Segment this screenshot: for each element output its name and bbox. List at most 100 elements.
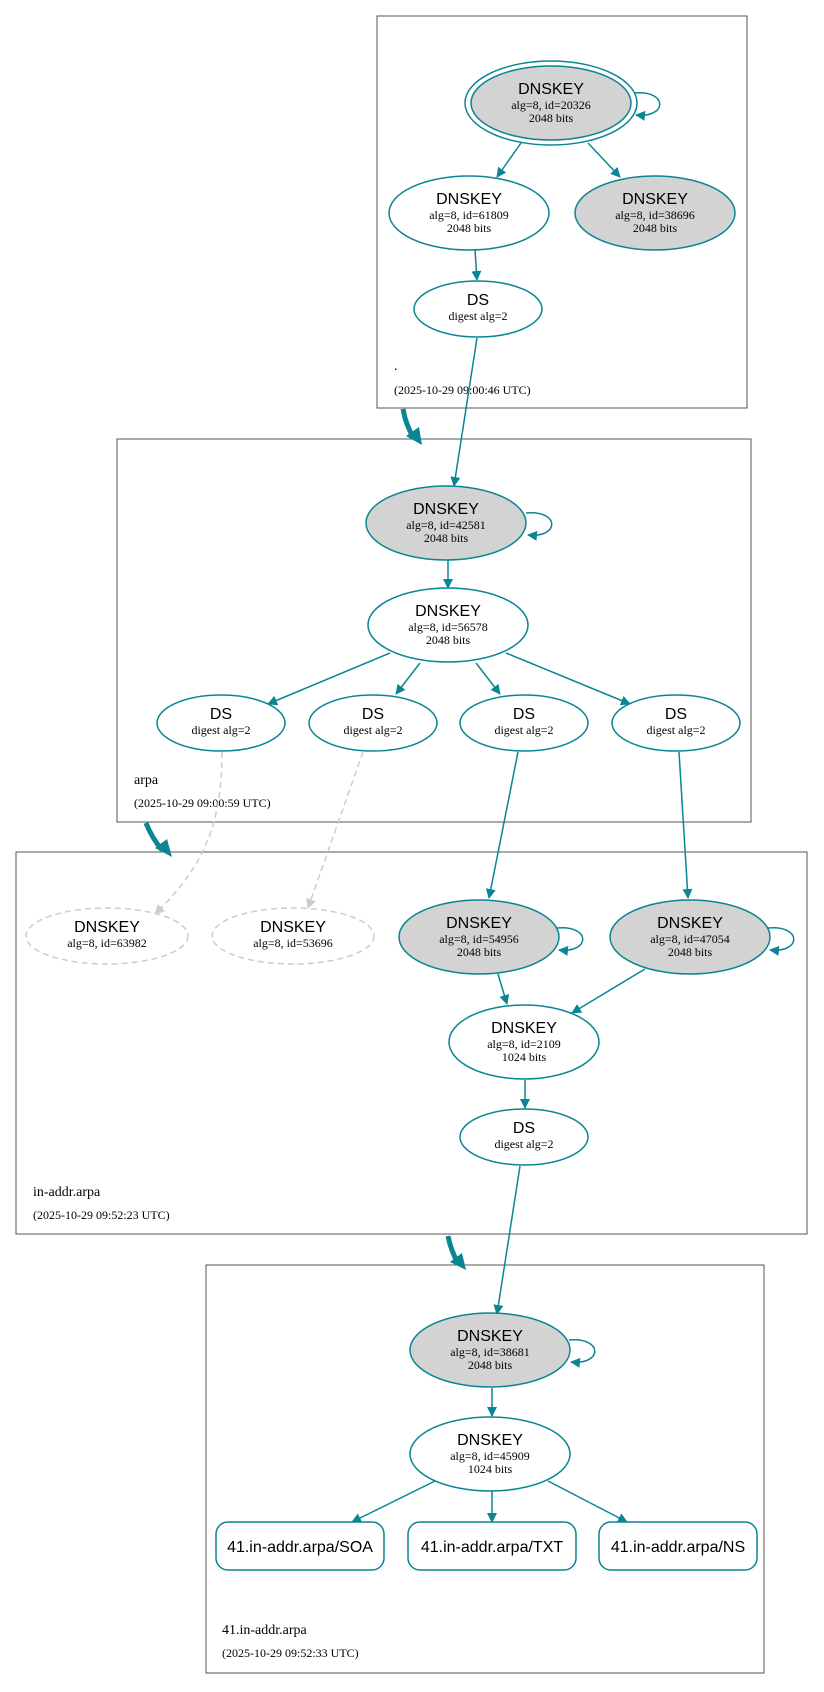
zone-name-41: 41.in-addr.arpa xyxy=(222,1623,308,1638)
node-title: DNSKEY xyxy=(518,81,584,98)
node-title: DNSKEY xyxy=(491,1020,557,1037)
node-title: DNSKEY xyxy=(413,501,479,518)
node-detail: digest alg=2 xyxy=(494,1137,553,1151)
node-title: DS xyxy=(210,706,232,723)
zone-name-root: . xyxy=(394,359,398,374)
edge-root-ksk-zsk xyxy=(496,142,522,178)
node-detail: digest alg=2 xyxy=(343,723,402,737)
node-detail: alg=8, id=45909 xyxy=(450,1449,530,1463)
node-detail: alg=8, id=38696 xyxy=(615,208,695,222)
node-title: DS xyxy=(665,706,687,723)
edge-z41-ksk-self xyxy=(568,1339,596,1368)
zone-time-root: (2025-10-29 09:00:46 UTC) xyxy=(394,383,531,397)
rrset-ns: 41.in-addr.arpa/NS xyxy=(598,1521,758,1571)
node-root-ds: DS digest alg=2 xyxy=(413,280,543,338)
rrset-label: 41.in-addr.arpa/TXT xyxy=(421,1539,564,1556)
zone-box-root xyxy=(376,15,748,409)
node-title: DNSKEY xyxy=(74,919,140,936)
node-z41-zsk: DNSKEY alg=8, id=45909 1024 bits xyxy=(409,1416,571,1492)
node-title: DNSKEY xyxy=(457,1328,523,1345)
edge-root-ksk-k2 xyxy=(587,142,621,178)
node-detail: alg=8, id=63982 xyxy=(67,936,147,950)
edge-arpa-ds3-in-k3 xyxy=(485,751,519,899)
node-detail: alg=8, id=61809 xyxy=(429,208,509,222)
edge-arpa-zsk-ds2 xyxy=(395,662,421,695)
edge-z41-zsk-soa xyxy=(351,1480,436,1523)
node-detail: alg=8, id=20326 xyxy=(511,98,591,112)
node-title: DNSKEY xyxy=(457,1432,523,1449)
edge-arpa-zsk-ds1 xyxy=(267,652,391,706)
edge-arpa-ds4-in-k4 xyxy=(678,751,693,899)
node-bits: 2048 bits xyxy=(668,945,713,959)
edge-in-k3-zsk xyxy=(497,973,510,1005)
edge-in-k4-zsk xyxy=(571,968,646,1014)
rrset-label: 41.in-addr.arpa/SOA xyxy=(227,1539,373,1556)
node-in-k2-missing: DNSKEY alg=8, id=53696 xyxy=(211,907,375,965)
zone-box-in-addr xyxy=(15,851,808,1235)
node-in-ds: DS digest alg=2 xyxy=(459,1108,589,1166)
node-detail: digest alg=2 xyxy=(646,723,705,737)
node-bits: 1024 bits xyxy=(502,1050,547,1064)
zone-box-41 xyxy=(205,1264,765,1674)
rrset-txt: 41.in-addr.arpa/TXT xyxy=(407,1521,577,1571)
node-detail: digest alg=2 xyxy=(448,309,507,323)
node-title: DNSKEY xyxy=(657,915,723,932)
node-bits: 2048 bits xyxy=(529,111,574,125)
node-detail: alg=8, id=47054 xyxy=(650,932,730,946)
edge-root-zsk-ds xyxy=(471,249,482,281)
node-bits: 2048 bits xyxy=(426,633,471,647)
node-bits: 2048 bits xyxy=(447,221,492,235)
node-root-ksk: DNSKEY alg=8, id=20326 2048 bits xyxy=(464,60,638,146)
edge-in-k4-self xyxy=(767,927,795,956)
edge-root-ksk-self xyxy=(633,92,661,121)
edge-arpa-zsk-ds3 xyxy=(475,662,501,695)
zone-box-arpa xyxy=(116,438,752,823)
node-title: DS xyxy=(362,706,384,723)
node-in-k4: DNSKEY alg=8, id=47054 2048 bits xyxy=(609,899,771,975)
edge-arpa-zsk-ds4 xyxy=(505,652,631,706)
node-title: DNSKEY xyxy=(260,919,326,936)
node-detail: digest alg=2 xyxy=(191,723,250,737)
node-detail: alg=8, id=56578 xyxy=(408,620,488,634)
node-title: DNSKEY xyxy=(622,191,688,208)
node-in-k3: DNSKEY alg=8, id=54956 2048 bits xyxy=(398,899,560,975)
node-bits: 2048 bits xyxy=(424,531,469,545)
node-title: DS xyxy=(467,292,489,309)
edge-arpa-ksk-self xyxy=(525,512,553,541)
node-bits: 2048 bits xyxy=(457,945,502,959)
edge-arpa-ds1-in-k1 xyxy=(154,751,223,915)
node-detail: alg=8, id=42581 xyxy=(406,518,486,532)
node-arpa-ds1: DS digest alg=2 xyxy=(156,694,286,752)
node-detail: digest alg=2 xyxy=(494,723,553,737)
node-detail: alg=8, id=54956 xyxy=(439,932,519,946)
edge-arpa-ds2-in-k2 xyxy=(306,751,364,909)
edge-root-ds-arpa-ksk xyxy=(450,337,478,487)
node-title: DNSKEY xyxy=(436,191,502,208)
node-in-zsk: DNSKEY alg=8, id=2109 1024 bits xyxy=(448,1004,600,1080)
edge-in-ds-z41-ksk xyxy=(493,1165,521,1315)
node-z41-ksk: DNSKEY alg=8, id=38681 2048 bits xyxy=(409,1312,571,1388)
node-arpa-ksk: DNSKEY alg=8, id=42581 2048 bits xyxy=(365,485,527,561)
zone-name-in-addr: in-addr.arpa xyxy=(33,1185,101,1200)
zone-name-arpa: arpa xyxy=(134,773,159,788)
node-title: DNSKEY xyxy=(446,915,512,932)
node-detail: alg=8, id=38681 xyxy=(450,1345,530,1359)
node-arpa-zsk: DNSKEY alg=8, id=56578 2048 bits xyxy=(367,587,529,663)
node-bits: 1024 bits xyxy=(468,1462,513,1476)
zone-time-41: (2025-10-29 09:52:33 UTC) xyxy=(222,1646,359,1660)
rrset-soa: 41.in-addr.arpa/SOA xyxy=(215,1521,385,1571)
node-root-zsk: DNSKEY alg=8, id=61809 2048 bits xyxy=(388,175,550,251)
node-detail: alg=8, id=2109 xyxy=(487,1037,561,1051)
node-root-k2: DNSKEY alg=8, id=38696 2048 bits xyxy=(574,175,736,251)
node-in-k1-missing: DNSKEY alg=8, id=63982 xyxy=(25,907,189,965)
node-title: DNSKEY xyxy=(415,603,481,620)
zone-time-in-addr: (2025-10-29 09:52:23 UTC) xyxy=(33,1208,170,1222)
node-bits: 2048 bits xyxy=(633,221,678,235)
edge-z41-zsk-ns xyxy=(547,1480,628,1523)
node-arpa-ds2: DS digest alg=2 xyxy=(308,694,438,752)
node-title: DS xyxy=(513,1120,535,1137)
node-arpa-ds3: DS digest alg=2 xyxy=(459,694,589,752)
rrset-label: 41.in-addr.arpa/NS xyxy=(611,1539,745,1556)
node-title: DS xyxy=(513,706,535,723)
